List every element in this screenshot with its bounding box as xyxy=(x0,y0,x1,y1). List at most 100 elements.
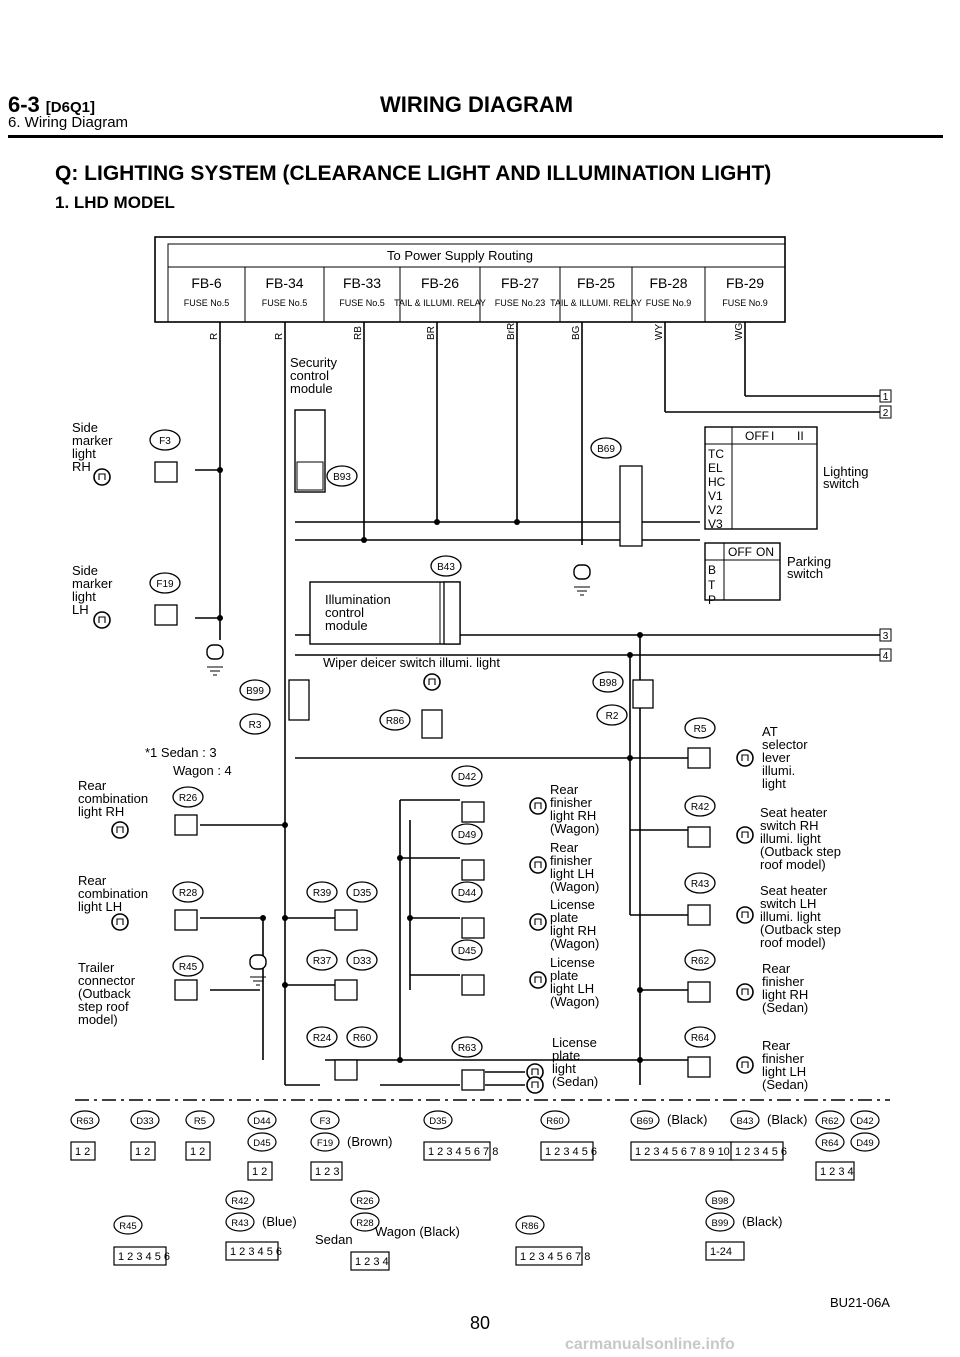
legend-connector-id-label: B69 xyxy=(637,1116,654,1127)
connector-id-label: R43 xyxy=(691,879,710,890)
legend-connector-id xyxy=(350,1212,380,1232)
legend-pin-text: 1 2 3 4 5 6 xyxy=(545,1146,597,1158)
connector-id-label: R26 xyxy=(179,793,198,804)
legend-connector-id-label: R62 xyxy=(821,1116,838,1127)
legend-pin-block xyxy=(730,1141,784,1161)
legend-connector-id xyxy=(815,1132,845,1152)
connector-id xyxy=(239,713,271,735)
fuse-name: FB-29 xyxy=(726,275,764,291)
continuation-mark xyxy=(879,405,892,419)
continuation-mark xyxy=(879,389,892,403)
legend-pin-text: 1 2 3 4 xyxy=(820,1166,854,1178)
continuation-mark xyxy=(879,628,892,642)
legend-pin-block xyxy=(815,1161,855,1181)
connector-id xyxy=(149,429,181,451)
connector-id xyxy=(306,1026,338,1048)
connector-id-label: R62 xyxy=(691,956,710,967)
legend-pin-text: 1 2 xyxy=(190,1146,205,1158)
legend-connector-id-label: B98 xyxy=(712,1196,729,1207)
pin-block xyxy=(687,981,711,1003)
connector-id xyxy=(590,437,622,459)
pin-block xyxy=(461,1069,485,1091)
legend-connector-id xyxy=(225,1190,255,1210)
figure-code: BU21-06A xyxy=(830,1295,890,1310)
legend-connector-id-label: D35 xyxy=(429,1116,446,1127)
parking-col: OFF xyxy=(728,545,752,559)
connector-id xyxy=(451,939,483,961)
fuse-sub: FUSE No.9 xyxy=(646,298,692,308)
legend-pin-block xyxy=(705,1241,745,1261)
legend-connector-id xyxy=(850,1110,880,1130)
connector-id-label: R60 xyxy=(353,1033,372,1044)
fuse-name: FB-6 xyxy=(191,275,222,291)
legend-pin-text: 1-24 xyxy=(710,1246,732,1258)
connector-id xyxy=(430,555,462,577)
pin-block xyxy=(174,814,198,836)
wire-color-label: R xyxy=(209,333,220,340)
pin-block-b99 xyxy=(288,679,310,721)
page-number: 80 xyxy=(469,1313,491,1333)
legend-pin-block xyxy=(225,1241,279,1261)
legend-connector-id-label: R86 xyxy=(521,1221,538,1232)
pin-block xyxy=(174,909,198,931)
connector-id-label: R86 xyxy=(386,716,405,727)
lighting-col: II xyxy=(797,429,804,443)
legend-connector-id xyxy=(540,1110,570,1130)
legend-connector-id-label: B43 xyxy=(737,1116,754,1127)
legend-connector-id-label: R26 xyxy=(356,1196,373,1207)
legend-connector-id-label: D33 xyxy=(136,1116,153,1127)
connector-id xyxy=(684,1026,716,1048)
legend-note: (Brown) xyxy=(347,1134,393,1149)
pin-block-b69 xyxy=(619,465,643,547)
note-line2: Wagon : 4 xyxy=(173,763,232,778)
lighting-row: EL xyxy=(708,461,723,475)
power-title: To Power Supply Routing xyxy=(387,248,533,263)
connector-id xyxy=(684,872,716,894)
legend-pin-text: 1 2 3 4 5 6 xyxy=(735,1146,787,1158)
legend-pin-text: 1 2 3 4 5 6 7 8 9 10 11 xyxy=(635,1146,744,1158)
legend-connector-id xyxy=(130,1110,160,1130)
fuse-name: FB-34 xyxy=(265,275,303,291)
legend-note: (Blue) xyxy=(262,1214,297,1229)
fuse-name: FB-33 xyxy=(343,275,381,291)
legend-connector-id-label: F3 xyxy=(319,1116,330,1127)
legend-connector-id xyxy=(850,1132,880,1152)
parking-col: ON xyxy=(756,545,774,559)
main-wires xyxy=(195,322,880,1086)
connector-id xyxy=(451,823,483,845)
connector-id xyxy=(346,1026,378,1048)
connector-id xyxy=(684,795,716,817)
legend-pin-block xyxy=(247,1161,273,1181)
connector-id xyxy=(346,881,378,903)
legend-connector-id xyxy=(310,1132,340,1152)
continuation-mark-label: 1 xyxy=(883,392,889,403)
connector-id-label: B93 xyxy=(333,472,351,483)
connector-id-label: R37 xyxy=(313,956,332,967)
legend-connector-id-label: R5 xyxy=(194,1116,206,1127)
legend-connector-id-label: R64 xyxy=(821,1138,838,1149)
fuse-sub: FUSE No.5 xyxy=(339,298,385,308)
note-line1: *1 Sedan : 3 xyxy=(145,745,217,760)
legend-connector-id-label: D42 xyxy=(856,1116,873,1127)
connector-id-label: D45 xyxy=(458,946,477,957)
junction-dots xyxy=(217,467,643,1063)
connector-id-label: D44 xyxy=(458,888,477,899)
pin-block xyxy=(687,747,711,769)
connector-id-label: D42 xyxy=(458,772,477,783)
connector-id-label: R5 xyxy=(694,724,707,735)
fuse-sub: TAIL & ILLUMI. RELAY xyxy=(394,298,486,308)
pin-block xyxy=(334,1059,358,1081)
pin-block xyxy=(334,909,358,931)
subsection-title: 1. LHD MODEL xyxy=(55,193,175,212)
fuse-sub: FUSE No.23 xyxy=(495,298,546,308)
connector-id xyxy=(451,765,483,787)
